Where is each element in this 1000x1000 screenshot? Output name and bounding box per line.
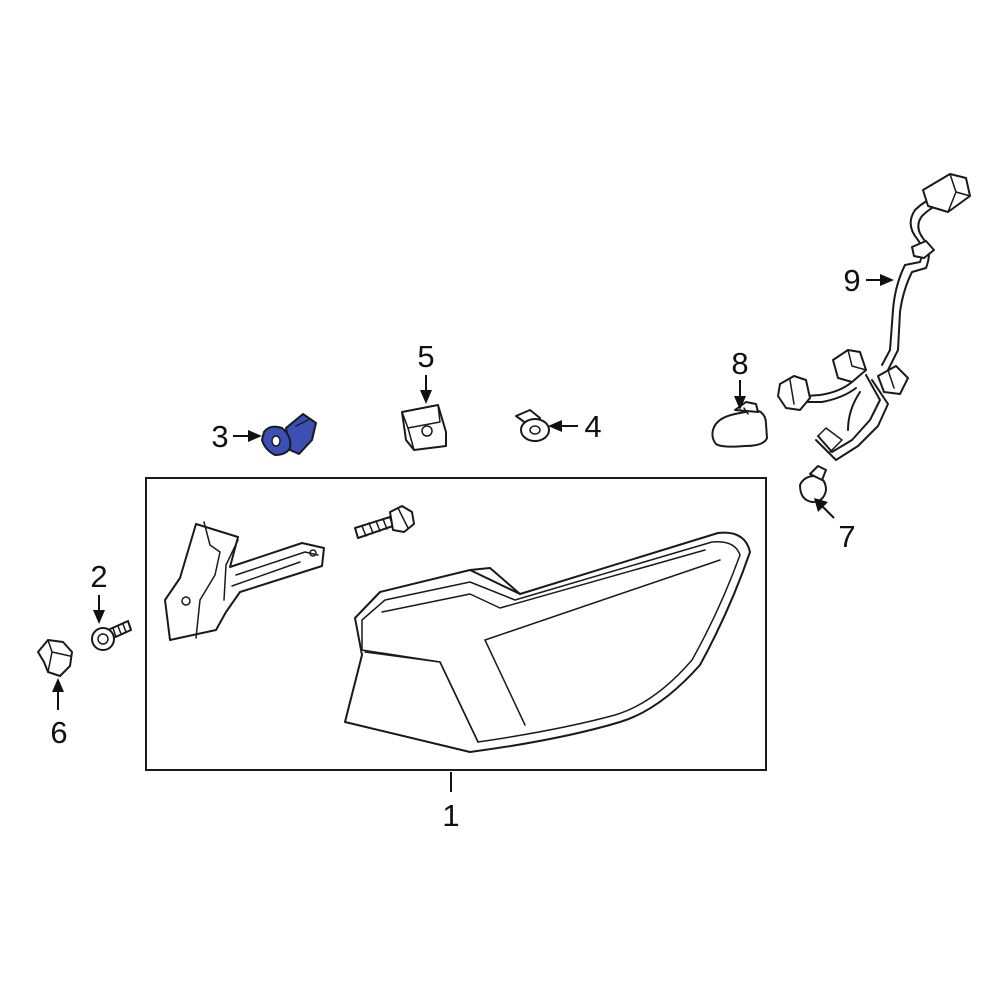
leader-3 (233, 430, 262, 442)
bulb-part-7[interactable] (799, 465, 827, 503)
callout-3: 3 (211, 419, 228, 454)
push-retainer-part-3[interactable] (261, 413, 317, 456)
callout-5: 5 (417, 339, 434, 374)
callout-8: 8 (731, 346, 748, 381)
callout-4: 4 (584, 409, 601, 444)
assembly-box (145, 477, 767, 771)
callout-6: 6 (50, 715, 67, 750)
leader-8 (734, 380, 746, 410)
wiring-harness-part-9[interactable] (777, 173, 971, 461)
bulb-part-8[interactable] (711, 401, 768, 448)
mounting-bolt[interactable] (354, 505, 415, 539)
callout-7: 7 (838, 519, 855, 554)
clip-part-6[interactable] (37, 639, 73, 677)
retainer-body (285, 413, 317, 455)
grommet-part-4[interactable] (515, 409, 550, 442)
mounting-bracket[interactable] (164, 521, 325, 641)
callout-9: 9 (843, 263, 860, 298)
screw-part-2[interactable] (91, 620, 132, 651)
leader-9 (866, 274, 894, 286)
nut-clip-part-5[interactable] (401, 404, 447, 451)
leader-7 (814, 498, 835, 519)
tail-lamp-housing[interactable] (344, 531, 751, 753)
callout-2: 2 (90, 559, 107, 594)
leader-6 (52, 678, 64, 710)
leader-5 (420, 375, 432, 404)
leader-2 (93, 595, 105, 624)
leader-4 (548, 420, 578, 432)
callout-1: 1 (442, 798, 459, 833)
